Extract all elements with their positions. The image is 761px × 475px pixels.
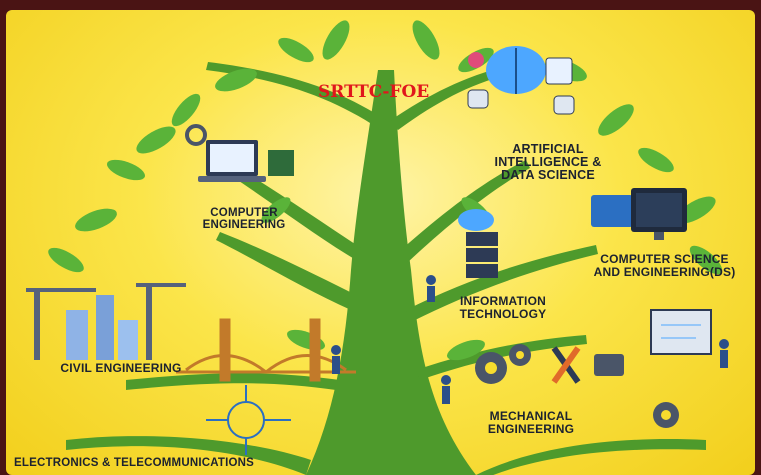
tree-illustration	[26, 20, 729, 475]
branch-information-technology: INFORMATION TECHNOLOGY	[459, 294, 547, 321]
branch-entc: ELECTRONICS & TELECOMMUNICATIONS	[14, 457, 255, 469]
person-figures	[331, 275, 729, 404]
branch-mechanical-engineering: MECHANICAL ENGINEERING	[487, 409, 575, 436]
tree-infographic: SRTTC-FOE COMPUTER ENGINEERING ARTIFICIA…	[6, 10, 755, 475]
wrench-icon	[551, 346, 581, 384]
tree-leaves	[48, 20, 723, 361]
page-title: SRTTC-FOE	[318, 82, 430, 102]
branch-ai-data-science: ARTIFICIAL INTELLIGENCE & DATA SCIENCE	[494, 142, 602, 183]
bridge-icon	[176, 318, 356, 382]
branch-cse-ds: COMPUTER SCIENCE AND ENGINEERING(DS)	[593, 252, 736, 279]
circuit-icon	[206, 385, 291, 455]
robot-icon	[467, 89, 575, 115]
crane-icon	[26, 283, 186, 360]
code-monitor-icon	[591, 188, 687, 240]
blueprint-icon	[650, 309, 712, 355]
brain-icon	[468, 46, 573, 94]
engine-icon	[594, 354, 624, 376]
laptop-icon	[185, 124, 294, 182]
branch-computer-engineering: COMPUTER ENGINEERING	[202, 207, 286, 232]
gears-icon	[475, 344, 679, 428]
cloud-server-icon	[458, 209, 498, 278]
branch-civil-engineering: CIVIL ENGINEERING	[60, 361, 182, 375]
